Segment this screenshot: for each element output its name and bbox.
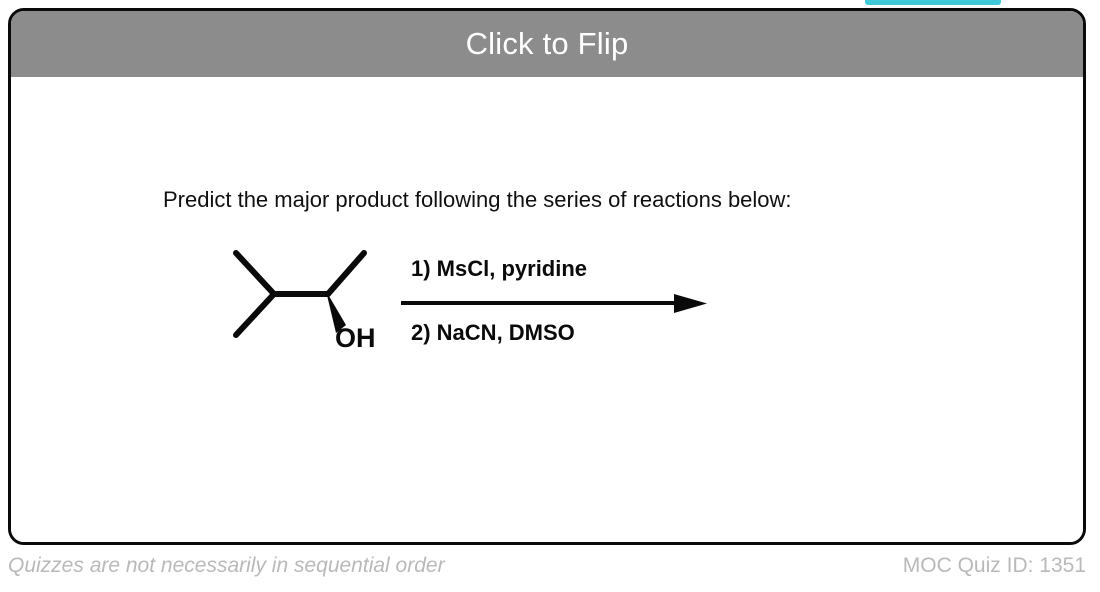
flashcard-body: Predict the major product following the … xyxy=(11,77,1083,542)
reagent-conditions: 1) MsCl, pyridine 2) NaCN, DMSO xyxy=(399,232,719,352)
reaction-arrow-icon xyxy=(399,294,709,316)
hydroxyl-label: OH xyxy=(335,323,376,349)
quiz-id-label: MOC Quiz ID: 1351 xyxy=(902,554,1086,577)
flip-prompt-label: Click to Flip xyxy=(465,26,629,61)
wedge-bond xyxy=(326,291,346,333)
sequential-order-note: Quizzes are not necessarily in sequentia… xyxy=(8,554,445,577)
substrate-structure-diagram: OH xyxy=(206,237,381,353)
reagent-step-2: 2) NaCN, DMSO xyxy=(411,320,575,345)
flashcard[interactable]: Click to Flip Predict the major product … xyxy=(8,8,1086,545)
question-prompt: Predict the major product following the … xyxy=(163,187,792,212)
reaction-scheme: OH 1) MsCl, pyridine 2) NaCN, DMSO xyxy=(11,237,1083,367)
reagent-step-1: 1) MsCl, pyridine xyxy=(411,256,588,281)
arrow-svg xyxy=(401,294,707,313)
flashcard-header[interactable]: Click to Flip xyxy=(11,11,1083,77)
skeletal-structure-svg: OH xyxy=(233,250,376,353)
progress-sliver xyxy=(865,0,1001,5)
